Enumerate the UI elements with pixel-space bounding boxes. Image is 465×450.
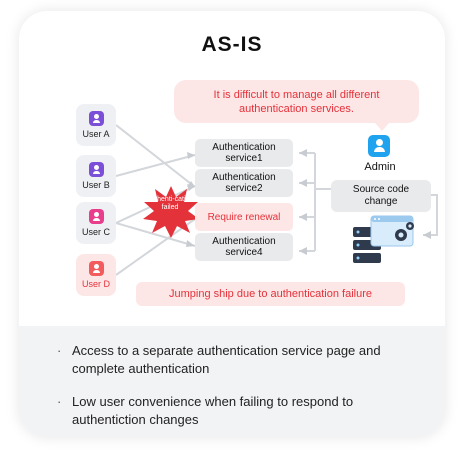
arrow-head [299,247,307,255]
service-label: Authentication service4 [212,236,276,258]
card-title: AS-IS [201,33,263,56]
bullet-text: Low user convenience when failing to res… [72,394,354,427]
problem-bubble-text: It is difficult to manage all different … [213,88,380,115]
service-label: Authentication service1 [212,142,276,164]
failed-label: Authenti-cation failed [146,196,194,211]
user-icon [88,162,104,177]
user-icon [88,261,104,276]
arrow-head [187,152,195,159]
service-label: Authentication service2 [212,172,276,194]
source-code-change-label: Source code change [352,184,410,207]
require-renewal-box: Require renewal [195,203,293,231]
user-b: User B [76,155,116,197]
failed-starburst-icon [143,186,199,238]
code-window-icon [370,215,414,247]
arrow-head [186,240,195,247]
user-a: User A [76,104,116,146]
arrow-head [299,149,307,157]
bubble-tail [375,123,389,131]
diagram-connectors [115,124,438,276]
admin-icon [368,135,390,157]
arrow-head [423,231,431,239]
connector-line [115,222,196,247]
jumping-ship-label: Jumping ship due to authentication failu… [168,288,373,300]
connector-line [115,154,196,177]
bullet-item: · Access to a separate authentication se… [57,342,422,378]
admin-label: Admin [364,161,396,173]
user-icon [88,209,104,224]
jumping-ship-banner: Jumping ship due to authentication failu… [136,282,405,306]
problem-bubble: It is difficult to manage all different … [174,80,419,131]
connector-line [115,124,196,188]
user-label: User D [81,279,110,289]
user-icon [88,111,104,126]
user-c: User C [76,202,116,244]
arrow-head [187,184,195,191]
user-label: User A [82,129,110,139]
arrow-head [299,179,307,187]
user-label: User B [82,180,110,190]
bottom-panel [19,326,445,437]
arrow-head [299,213,307,221]
user-label: User C [81,227,110,237]
user-d: User D [76,254,116,296]
bullet-dot: · [57,394,62,409]
gear-icon [395,222,414,241]
auth-service-2: Authentication service2 [195,169,293,197]
bullet-text: Access to a separate authentication serv… [72,343,381,376]
as-is-card: AS-IS It is difficult to manage all diff… [19,11,445,437]
auth-service-4: Authentication service4 [195,233,293,261]
bullet-item: · Low user convenience when failing to r… [57,393,422,429]
auth-service-1: Authentication service1 [195,139,293,167]
bullet-dot: · [57,343,62,358]
source-code-change-box: Source code change [331,180,431,212]
service-label: Require renewal [207,211,281,223]
